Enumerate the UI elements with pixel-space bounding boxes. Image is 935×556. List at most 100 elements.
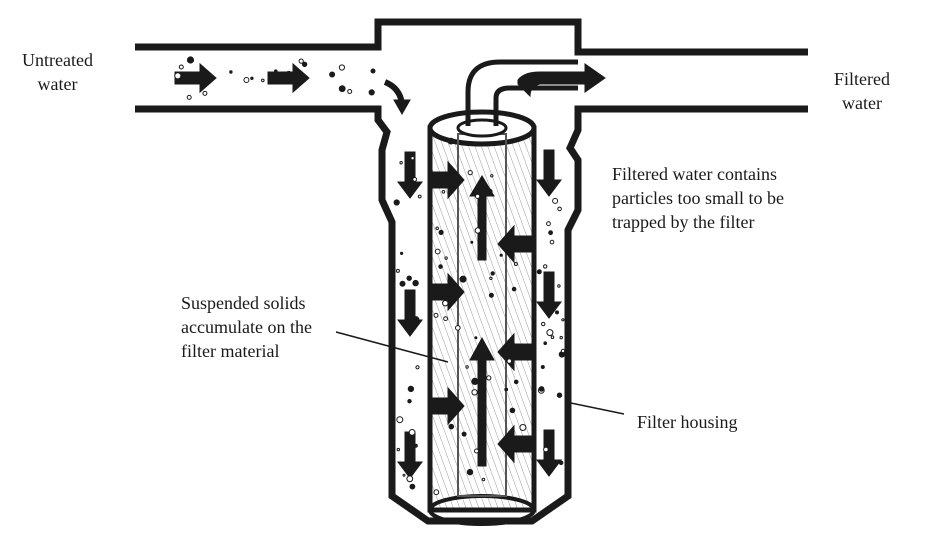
particle [459, 275, 467, 283]
particle [561, 318, 565, 322]
filtered-water-note: Filtered water contains particles too sm… [612, 164, 784, 232]
particle [301, 61, 308, 68]
particle [475, 193, 481, 199]
down-arrow-r3 [536, 429, 562, 477]
particle [396, 416, 404, 424]
particle [543, 264, 548, 269]
particle [407, 297, 415, 305]
outlet-arrow [517, 63, 606, 98]
inlet-arrow-2 [267, 62, 310, 94]
untreated-water-label: Untreated water [22, 50, 93, 94]
particle [550, 335, 555, 340]
particle [549, 239, 555, 245]
particle [186, 94, 192, 100]
particle [465, 365, 469, 369]
particle [470, 240, 474, 244]
particle [546, 221, 551, 227]
particle [409, 483, 416, 490]
particle [178, 64, 184, 70]
suspended-particles [174, 56, 566, 496]
particle [490, 271, 495, 276]
particle [442, 300, 449, 307]
particle [438, 264, 443, 269]
particle [298, 58, 304, 64]
particle [466, 468, 474, 476]
particle [395, 268, 400, 273]
particle [481, 477, 486, 482]
particle [338, 64, 345, 71]
in-arrow-r3 [497, 424, 533, 464]
particle [513, 379, 519, 385]
particle [406, 443, 413, 450]
particle [444, 256, 448, 260]
particle [408, 289, 412, 293]
outlet-pipe [135, 105, 808, 525]
particle [410, 291, 414, 296]
particle [504, 387, 509, 392]
inlet-arrow-1 [174, 62, 217, 94]
particle [229, 70, 233, 74]
particle [447, 137, 455, 145]
particle [441, 190, 446, 194]
inlet-pipe [135, 18, 808, 56]
particle [329, 71, 336, 78]
particle [433, 489, 440, 496]
particle [435, 226, 440, 231]
housing-leader-line [565, 401, 625, 415]
particle [559, 335, 563, 340]
particle [405, 172, 413, 180]
particle [438, 229, 444, 235]
filter-housing-label: Filter housing [637, 412, 738, 432]
particle [488, 292, 494, 298]
particle [519, 424, 527, 431]
particle [399, 280, 406, 287]
in-arrow-l1 [429, 160, 465, 200]
particle [410, 156, 415, 161]
suspended-solids-label: Suspended solids accumulate on the filte… [181, 293, 312, 361]
particle [474, 448, 479, 454]
filtered-water-label: Filtered water [834, 69, 890, 113]
flow-arrows [174, 62, 606, 479]
particle [455, 325, 461, 331]
particle [489, 276, 493, 280]
particle [461, 431, 467, 437]
particle [400, 251, 404, 255]
particle [513, 262, 518, 266]
particle [443, 316, 449, 322]
particle [448, 423, 455, 430]
particle [370, 68, 376, 74]
particle [406, 275, 412, 281]
outlet-tube [465, 59, 578, 126]
particle [560, 348, 566, 354]
particle [546, 329, 554, 337]
particle [490, 174, 494, 178]
particle [202, 90, 208, 96]
particle [552, 197, 559, 204]
particle [434, 248, 441, 255]
particle [347, 89, 353, 94]
in-arrow-r2 [497, 332, 533, 372]
particle [406, 475, 414, 483]
particle [415, 365, 420, 370]
particle [413, 443, 418, 448]
suspended-leader-line [335, 331, 449, 363]
particle [261, 78, 265, 83]
particle [471, 377, 479, 385]
particle [557, 284, 561, 288]
particle [412, 177, 418, 182]
particle [399, 161, 403, 165]
particle [407, 399, 412, 404]
particle [433, 312, 439, 318]
in-arrow-l2 [429, 272, 465, 312]
down-arrow-l2 [397, 289, 423, 337]
particle [471, 389, 478, 396]
particle [509, 407, 516, 414]
particle [541, 321, 546, 327]
particle [186, 56, 195, 64]
particle [511, 286, 517, 292]
particle [558, 460, 564, 466]
particle [250, 76, 254, 81]
particle [174, 72, 182, 80]
